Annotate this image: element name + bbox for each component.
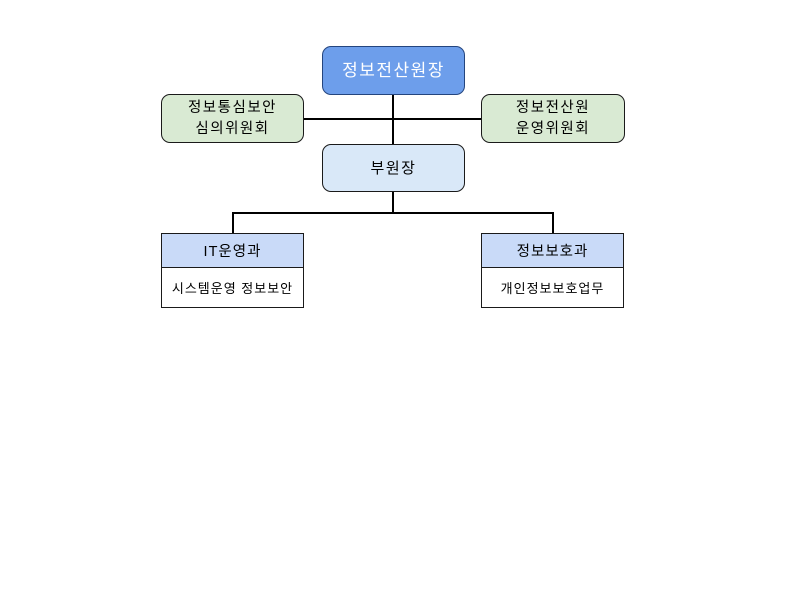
node-director: 정보전산원장 [322, 46, 465, 95]
steering-committee-line2: 운영위원회 [515, 120, 591, 137]
node-steering-committee: 정보전산원 운영위원회 [481, 94, 625, 143]
node-it-operations-dept: IT운영과 시스템운영 정보보안 [161, 233, 304, 308]
node-director-label: 정보전산원장 [342, 60, 445, 80]
node-deliberation-committee: 정보통심보안 심의위원회 [161, 94, 304, 143]
info-protection-dept-title: 정보보호과 [482, 234, 623, 268]
connector-to-info-dept [552, 212, 554, 233]
connector-director-to-deputy [392, 95, 394, 144]
connector-committees-horizontal [304, 118, 481, 120]
info-protection-dept-duty: 개인정보보호업무 [500, 281, 605, 296]
deliberation-committee-line2: 심의위원회 [195, 120, 270, 137]
it-operations-dept-duty: 시스템운영 정보보안 [171, 281, 294, 296]
node-deputy-director: 부원장 [322, 144, 465, 192]
deputy-director-label: 부원장 [370, 159, 417, 177]
steering-committee-line1: 정보전산원 [515, 100, 591, 117]
connector-deputy-down [392, 192, 394, 213]
node-info-protection-dept: 정보보호과 개인정보보호업무 [481, 233, 624, 308]
deliberation-committee-line1: 정보통심보안 [187, 100, 278, 117]
it-operations-dept-title: IT운영과 [162, 234, 303, 268]
connector-depts-horizontal [232, 212, 553, 214]
connector-to-it-dept [232, 212, 234, 233]
